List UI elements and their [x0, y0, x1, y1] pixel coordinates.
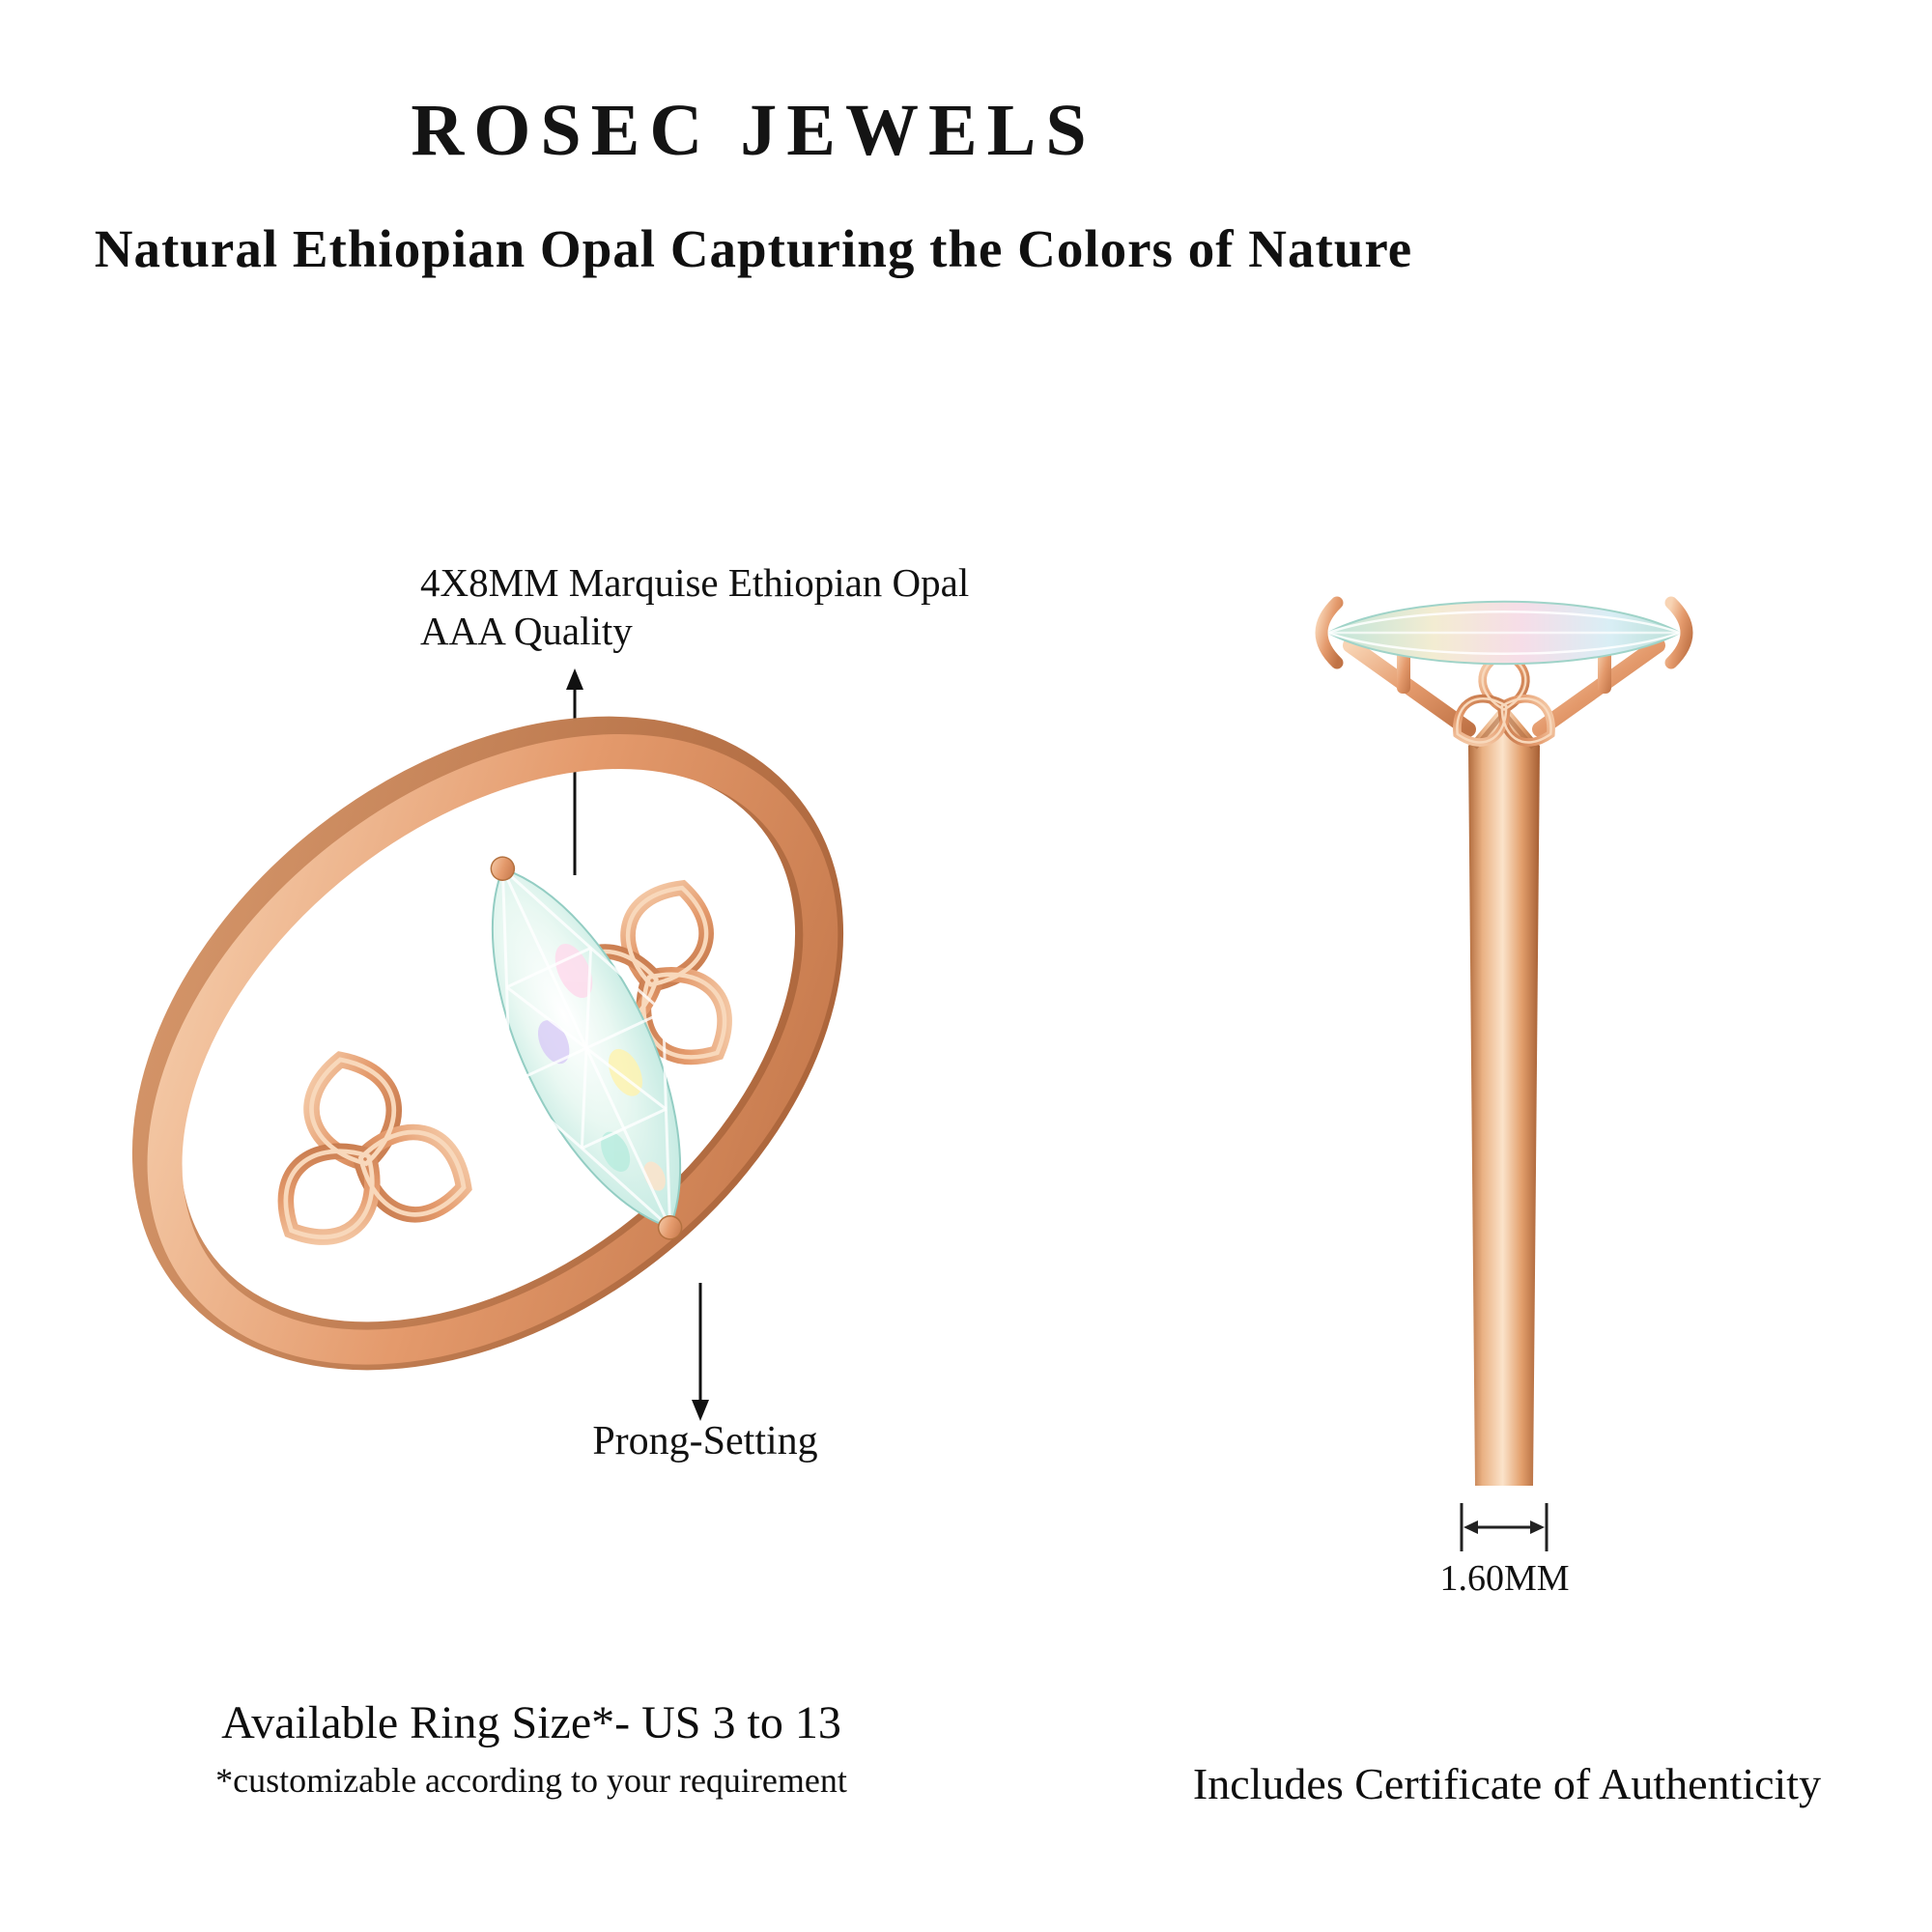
prongs-side: [1315, 596, 1693, 669]
tagline: Natural Ethiopian Opal Capturing the Col…: [94, 219, 1413, 278]
ring-size-text: Available Ring Size*- US 3 to 13: [221, 1697, 841, 1748]
prong-arrow: [692, 1283, 709, 1421]
opal-stone-side: [1324, 600, 1684, 666]
band-width-measure: [1460, 1503, 1548, 1551]
ring-size-note: *customizable according to your requirem…: [215, 1761, 847, 1800]
ring-side-view: [1315, 596, 1693, 1551]
stone-annotation-line1: 4X8MM Marquise Ethiopian Opal: [420, 560, 970, 605]
ring-front-view: [131, 716, 844, 1371]
prong-annotation: Prong-Setting: [592, 1419, 818, 1463]
opal-stone-front: [487, 840, 686, 1256]
certificate-text: Includes Certificate of Authenticity: [1192, 1759, 1822, 1808]
shank-profile: [1468, 703, 1540, 1486]
gallery-posts: [1397, 647, 1611, 694]
prongs-front: [487, 840, 686, 1256]
celtic-knot-left: [234, 1034, 492, 1270]
stone-annotation: 4X8MM Marquise Ethiopian Opal AAA Qualit…: [420, 558, 1116, 655]
brand-title: ROSEC JEWELS: [411, 90, 1096, 171]
ring-band: [131, 716, 844, 1371]
band-width-label: 1.60MM: [1439, 1558, 1570, 1599]
stone-annotation-line2: AAA Quality: [420, 609, 633, 654]
stone-arrow: [566, 668, 583, 875]
